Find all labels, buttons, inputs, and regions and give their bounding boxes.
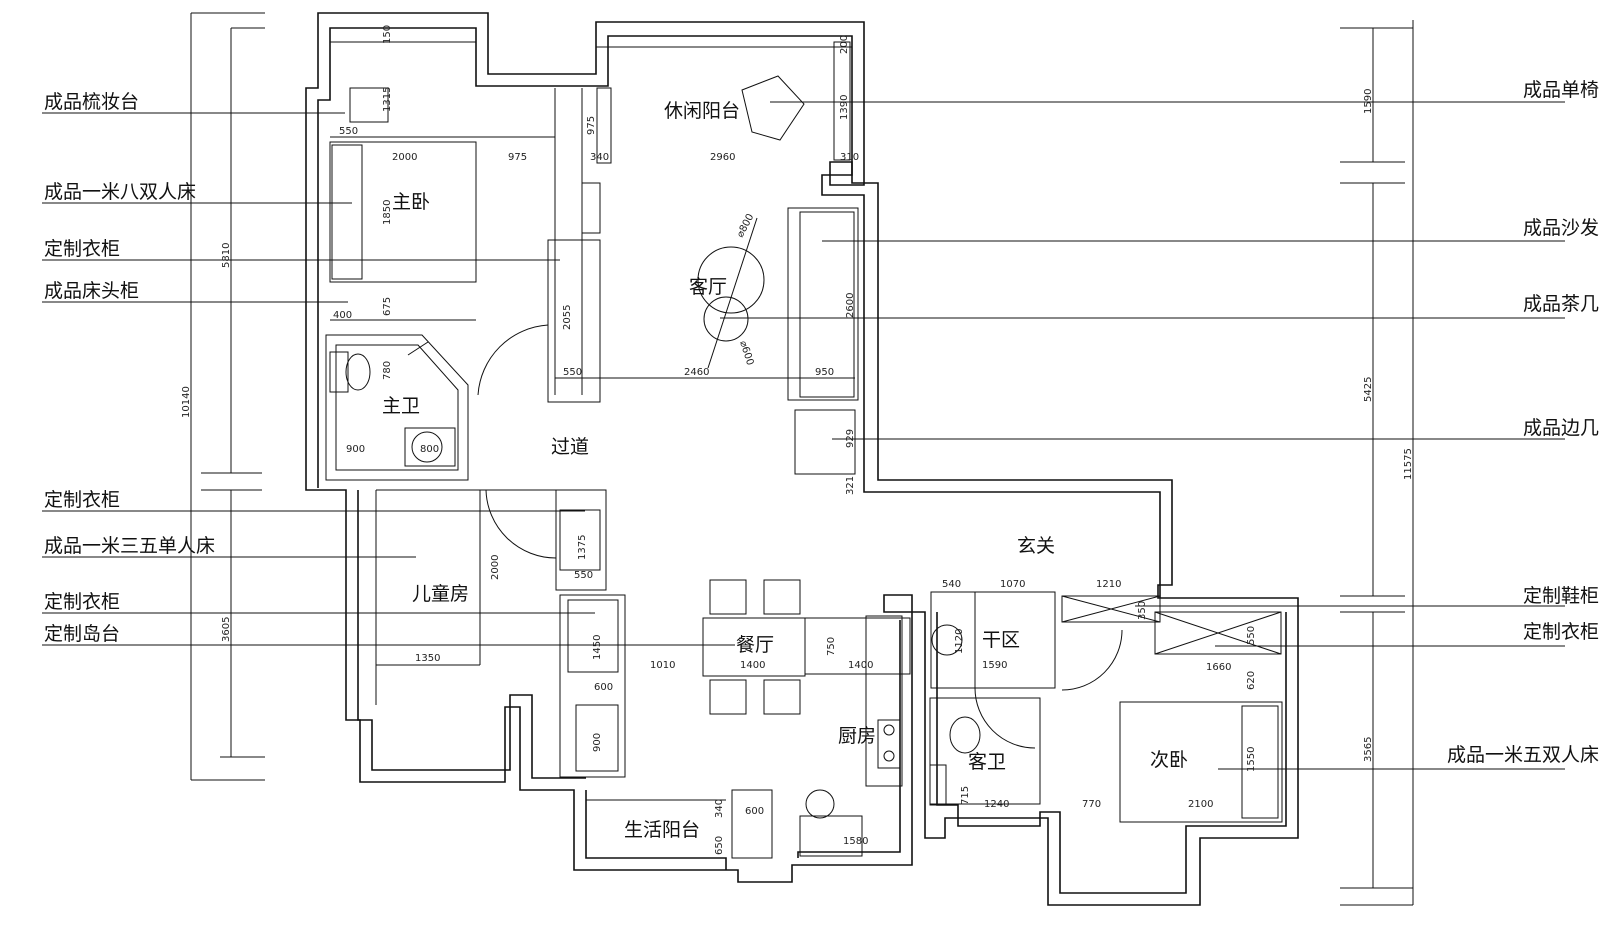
room-dry-zone: 干区 (982, 629, 1021, 651)
dim-2000: 2000 (392, 152, 417, 163)
dim-1660: 1660 (1206, 662, 1231, 673)
dim-2000b: 2000 (490, 555, 501, 580)
dim-2960: 2960 (710, 152, 735, 163)
dim-3605: 3605 (221, 617, 232, 642)
dim-1240: 1240 (984, 799, 1009, 810)
dim-150: 150 (382, 25, 393, 44)
room-master-bedroom: 主卧 (392, 191, 431, 213)
dim-2055: 2055 (562, 305, 573, 330)
dim-1400a: 1400 (740, 660, 765, 671)
dim-350: 350 (1137, 601, 1148, 620)
dim-1400b: 1400 (848, 660, 873, 671)
dim-1850: 1850 (382, 200, 393, 225)
dim-200: 200 (839, 35, 850, 54)
label-double-bed-1500: 成品一米五双人床 (1446, 744, 1599, 766)
dim-1580: 1580 (843, 836, 868, 847)
label-side-table: 成品边几 (1522, 417, 1599, 439)
dim-dia600: ⌀600 (737, 340, 755, 367)
dim-800a: 800 (420, 444, 439, 455)
room-kids: 儿童房 (412, 583, 470, 605)
dim-950: 950 (815, 367, 834, 378)
dim-550d: 550 (1246, 626, 1257, 645)
dim-11575: 11575 (1403, 448, 1414, 480)
label-wardrobe-dining: 定制衣柜 (44, 591, 121, 613)
room-second-bedroom: 次卧 (1150, 749, 1189, 771)
dim-1010: 1010 (650, 660, 675, 671)
room-entrance: 玄关 (1017, 535, 1056, 557)
dim-715: 715 (960, 786, 971, 805)
dim-321: 321 (845, 476, 856, 495)
label-wardrobe-corridor: 定制衣柜 (44, 489, 121, 511)
dim-900a: 900 (346, 444, 365, 455)
dim-5810: 5810 (221, 243, 232, 268)
dim-340a: 340 (590, 152, 609, 163)
label-coffee-table: 成品茶几 (1522, 293, 1599, 315)
dim-650: 650 (714, 836, 725, 855)
dim-10140: 10140 (181, 386, 192, 418)
label-wardrobe-second: 定制衣柜 (1522, 621, 1599, 643)
dim-929: 929 (845, 429, 856, 448)
dim-750: 750 (826, 637, 837, 656)
dim-1550: 1550 (1246, 747, 1257, 772)
dim-1315: 1315 (382, 87, 393, 112)
dim-550c: 550 (574, 570, 593, 581)
dim-3565: 3565 (1363, 737, 1374, 762)
dim-1590b: 1590 (982, 660, 1007, 671)
dim-dia800: ⌀800 (735, 212, 757, 239)
dim-620: 620 (1246, 671, 1257, 690)
dim-1590a: 1590 (1363, 89, 1374, 114)
room-corridor: 过道 (551, 436, 590, 458)
room-leisure-balcony: 休闲阳台 (664, 100, 741, 122)
label-sofa: 成品沙发 (1522, 217, 1599, 239)
room-guest-bath: 客卫 (968, 751, 1007, 773)
dim-550b: 550 (563, 367, 582, 378)
dim-770: 770 (1082, 799, 1101, 810)
dim-540: 540 (942, 579, 961, 590)
label-island: 定制岛台 (44, 623, 121, 645)
dim-2100: 2100 (1188, 799, 1213, 810)
dim-975b: 975 (586, 116, 597, 135)
dim-2460: 2460 (684, 367, 709, 378)
dim-600a: 600 (594, 682, 613, 693)
dim-1070: 1070 (1000, 579, 1025, 590)
label-shoe-cabinet: 定制鞋柜 (1522, 585, 1599, 607)
room-kitchen: 厨房 (838, 725, 877, 747)
label-single-bed-1350: 成品一米三五单人床 (44, 535, 216, 557)
dim-5425: 5425 (1363, 377, 1374, 402)
dim-340b: 340 (714, 799, 725, 818)
dim-1390: 1390 (839, 95, 850, 120)
dim-1375: 1375 (577, 535, 588, 560)
dim-1450: 1450 (592, 635, 603, 660)
label-armchair: 成品单椅 (1522, 79, 1599, 101)
room-utility-balcony: 生活阳台 (624, 819, 701, 841)
dim-1350: 1350 (415, 653, 440, 664)
dim-2600: 2600 (845, 293, 856, 318)
dim-780: 780 (382, 361, 393, 380)
dim-550: 550 (339, 126, 358, 137)
dim-900b: 900 (592, 733, 603, 752)
room-dining: 餐厅 (736, 634, 775, 656)
dim-1210: 1210 (1096, 579, 1121, 590)
dim-1120: 1120 (954, 629, 965, 654)
dim-675: 675 (382, 297, 393, 316)
label-double-bed-1800: 成品一米八双人床 (44, 181, 197, 203)
dim-310: 310 (840, 152, 859, 163)
dim-400: 400 (333, 310, 352, 321)
label-nightstand: 成品床头柜 (44, 280, 140, 302)
dim-975: 975 (508, 152, 527, 163)
dim-600b: 600 (745, 806, 764, 817)
label-dresser: 成品梳妆台 (44, 91, 140, 113)
room-living-room: 客厅 (689, 276, 728, 298)
label-wardrobe-master: 定制衣柜 (44, 238, 121, 260)
room-master-bath: 主卫 (382, 395, 421, 417)
